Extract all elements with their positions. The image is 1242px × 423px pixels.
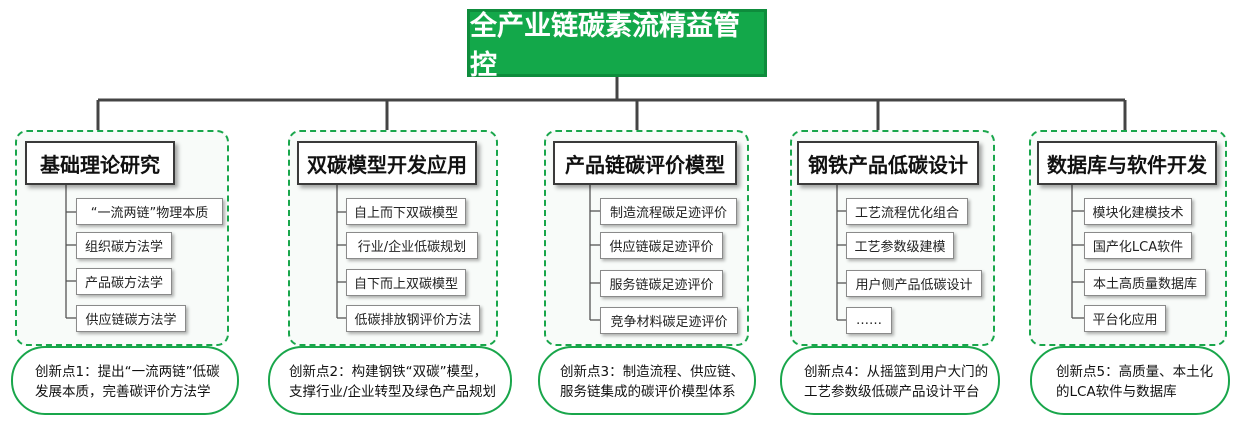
innovation-point-3: 创新点3：制造流程、供应链、 服务链集成的碳评价模型体系 bbox=[538, 346, 756, 415]
list-item: 供应链碳方法学 bbox=[76, 305, 186, 332]
innovation-line: 创新点3：制造流程、供应链、 bbox=[560, 364, 745, 380]
innovation-point-4: 创新点4：从摇篮到用户大门的 工艺参数级低碳产品设计平台 bbox=[780, 346, 1000, 415]
main-title: 全产业链碳素流精益管控 bbox=[467, 9, 767, 81]
column-header-1: 基础理论研究 bbox=[25, 141, 175, 185]
list-item: 模块化建模技术 bbox=[1084, 198, 1192, 225]
column-header-2: 双碳模型开发应用 bbox=[297, 141, 477, 185]
column-header-5: 数据库与软件开发 bbox=[1037, 141, 1217, 185]
list-item: 供应链碳足迹评价 bbox=[600, 232, 723, 259]
innovation-point-1: 创新点1：提出“一流两链”低碳 发展本质，完善碳评价方法学 bbox=[11, 346, 239, 415]
list-item: …… bbox=[846, 307, 892, 334]
list-item: 自下而上双碳模型 bbox=[346, 269, 466, 296]
list-item: 低碳排放钢评价方法 bbox=[346, 305, 480, 332]
innovation-line: 发展本质，完善碳评价方法学 bbox=[35, 384, 211, 400]
column-header-4: 钢铁产品低碳设计 bbox=[797, 141, 979, 185]
list-item: 工艺参数级建模 bbox=[846, 232, 954, 259]
list-item: 平台化应用 bbox=[1084, 305, 1166, 332]
list-item: 产品碳方法学 bbox=[76, 268, 172, 295]
innovation-point-5: 创新点5：高质量、本土化 的LCA软件与数据库 bbox=[1030, 346, 1230, 415]
list-item: 国产化LCA软件 bbox=[1084, 232, 1192, 259]
innovation-line: 服务链集成的碳评价模型体系 bbox=[560, 384, 736, 400]
list-item: 自上而下双碳模型 bbox=[346, 198, 466, 225]
list-item: “一流两链”物理本质 bbox=[76, 198, 223, 225]
list-item: 行业/企业低碳规划 bbox=[346, 232, 478, 259]
list-item: 竞争材料碳足迹评价 bbox=[600, 307, 738, 334]
innovation-line: 工艺参数级低碳产品设计平台 bbox=[804, 384, 980, 400]
innovation-line: 的LCA软件与数据库 bbox=[1056, 384, 1177, 400]
list-item: 制造流程碳足迹评价 bbox=[600, 198, 737, 225]
innovation-line: 支撑行业/企业转型及绿色产品规划 bbox=[289, 384, 497, 400]
column-header-3: 产品链碳评价模型 bbox=[553, 141, 737, 185]
list-item: 服务链碳足迹评价 bbox=[600, 270, 723, 297]
list-item: 工艺流程优化组合 bbox=[846, 198, 968, 225]
list-item: 组织碳方法学 bbox=[76, 232, 172, 259]
innovation-line: 创新点1：提出“一流两链”低碳 bbox=[35, 364, 220, 380]
innovation-point-2: 创新点2：构建钢铁“双碳”模型， 支撑行业/企业转型及绿色产品规划 bbox=[268, 346, 512, 415]
innovation-line: 创新点2：构建钢铁“双碳”模型， bbox=[289, 364, 488, 380]
list-item: 本土高质量数据库 bbox=[1084, 269, 1206, 296]
innovation-line: 创新点4：从摇篮到用户大门的 bbox=[804, 364, 989, 380]
innovation-line: 创新点5：高质量、本土化 bbox=[1056, 364, 1214, 380]
list-item: 用户侧产品低碳设计 bbox=[846, 270, 982, 297]
